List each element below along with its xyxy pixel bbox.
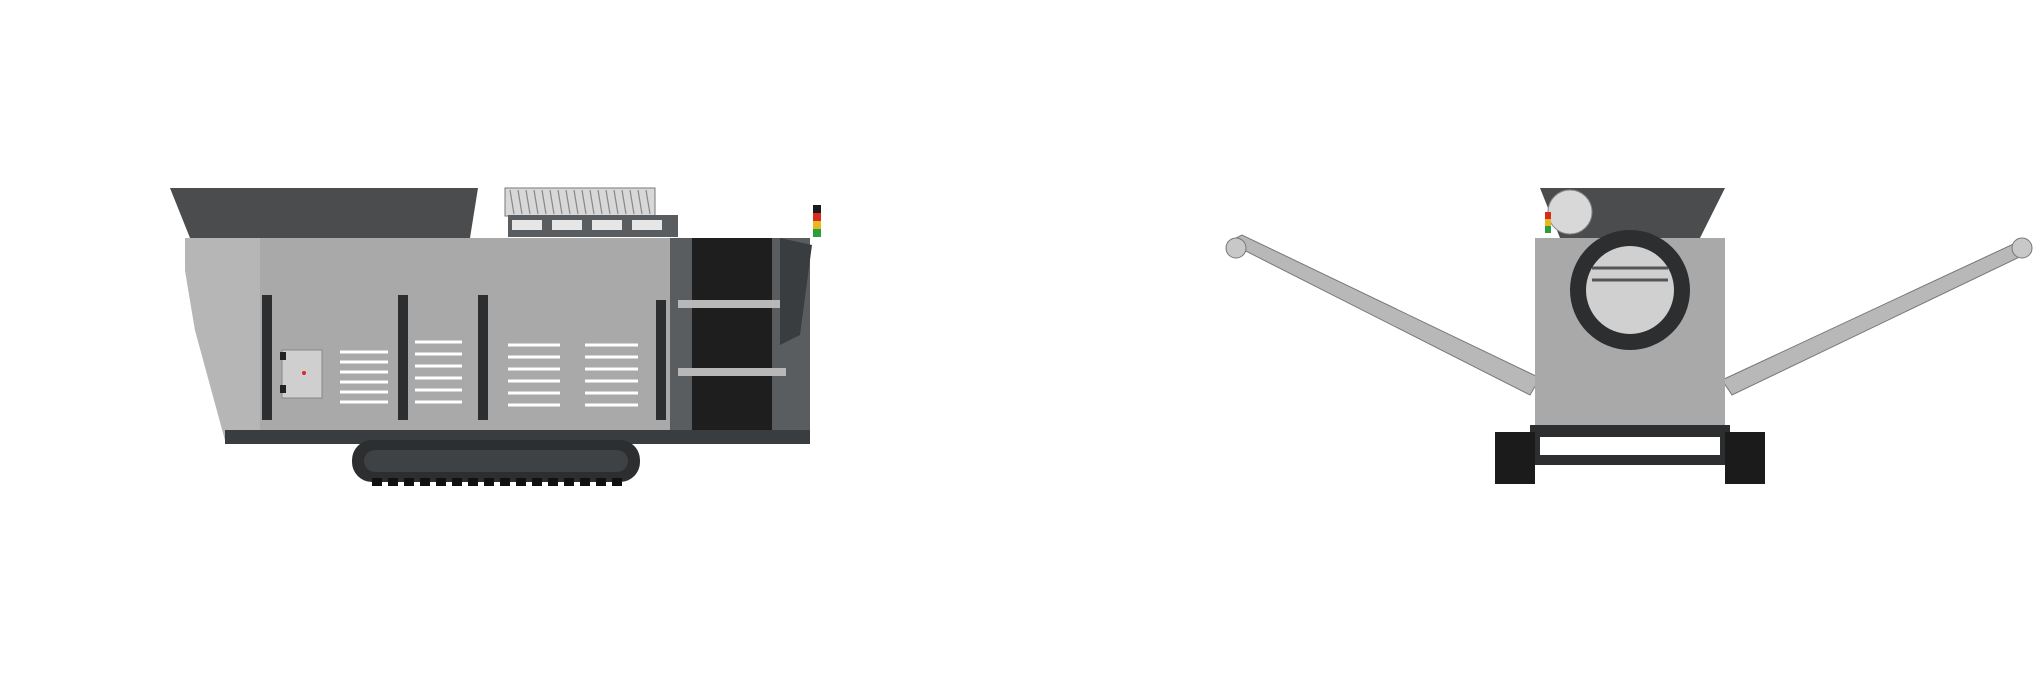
beacon-light — [813, 205, 821, 237]
front-chassis — [1530, 425, 1730, 465]
machine-front-view — [1225, 188, 2033, 484]
front-beacon-light — [1545, 212, 1551, 233]
left-track — [1495, 432, 1535, 484]
rear-conveyor — [670, 238, 812, 438]
crawler-track — [352, 440, 640, 486]
right-track — [1725, 432, 1765, 484]
right-side-conveyor — [1721, 237, 2033, 396]
machine-side-view — [170, 187, 821, 486]
top-screen-brush — [504, 187, 678, 237]
hopper — [170, 188, 478, 238]
main-body — [185, 238, 690, 440]
left-side-conveyor — [1225, 234, 1541, 396]
body-front-panel — [185, 238, 260, 440]
control-box — [280, 349, 323, 399]
body-posts — [262, 295, 666, 420]
brush-wheel — [1547, 189, 1593, 235]
vent-grilles — [340, 340, 638, 407]
